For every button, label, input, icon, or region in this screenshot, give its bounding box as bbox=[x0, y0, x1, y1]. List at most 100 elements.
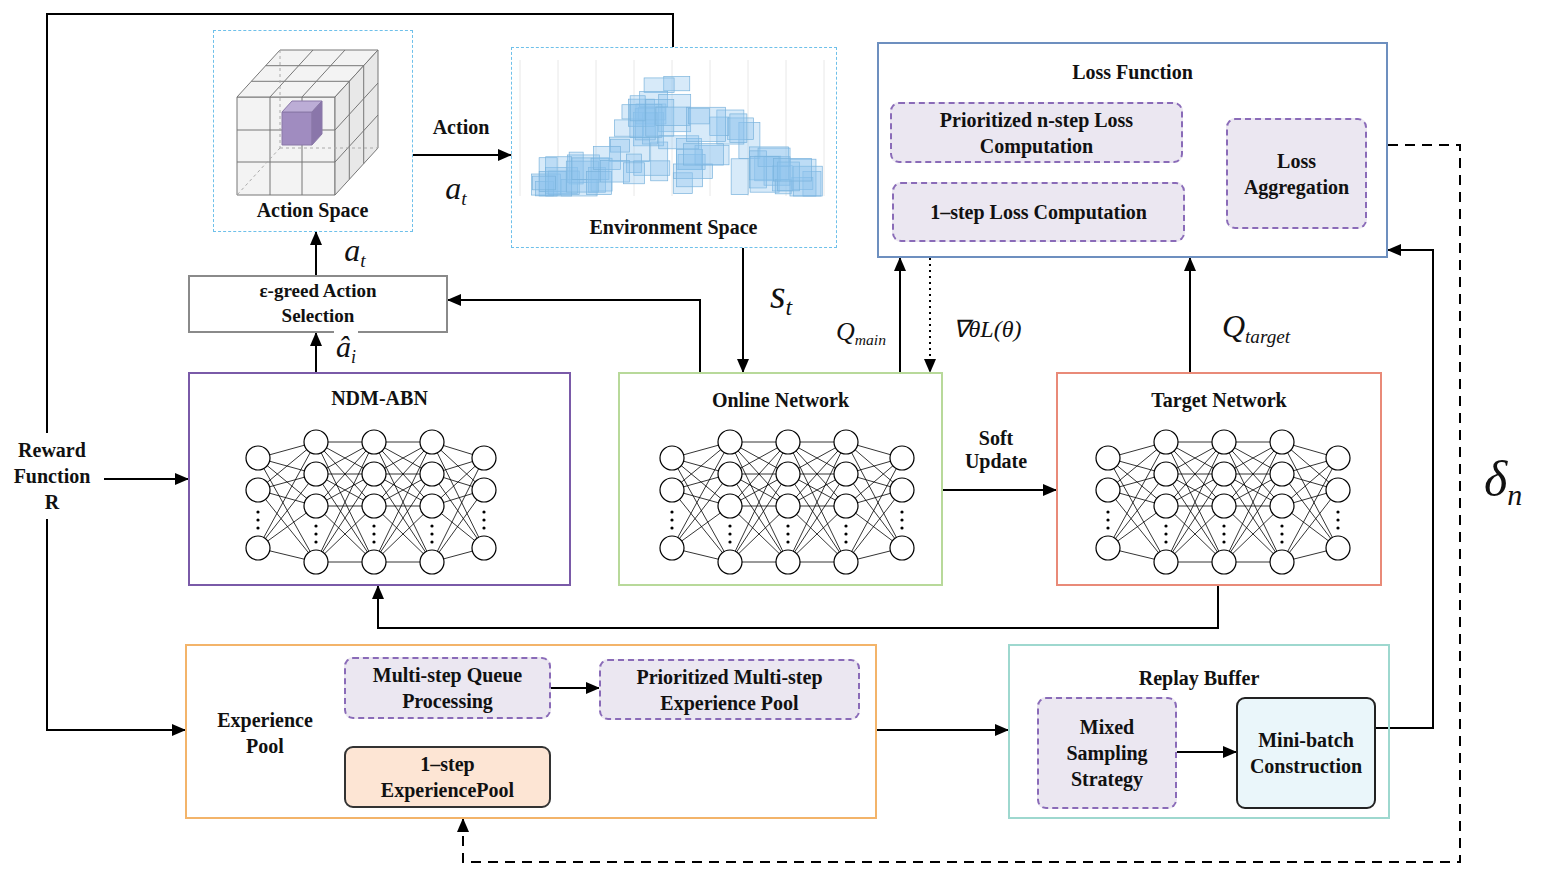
process-box: Mini-batch Construction bbox=[1236, 697, 1376, 809]
net-neuron bbox=[362, 430, 386, 454]
net-neuron bbox=[246, 446, 270, 470]
box-text: Mini-batch Construction bbox=[1243, 727, 1369, 779]
ellipsis-dot bbox=[482, 518, 485, 521]
ellipsis-dot bbox=[1336, 518, 1339, 521]
connector bbox=[1189, 258, 1191, 372]
ellipsis-dot bbox=[482, 510, 485, 513]
neural-net bbox=[246, 430, 496, 574]
ellipsis-dot bbox=[844, 532, 847, 535]
net-neuron bbox=[890, 446, 914, 470]
net-neuron bbox=[1270, 430, 1294, 454]
net-neuron bbox=[834, 550, 858, 574]
process-box: 1–step Loss Computation bbox=[892, 182, 1185, 242]
pool-box: 1–step ExperiencePool bbox=[344, 746, 551, 808]
edge-label: Soft Update bbox=[954, 427, 1038, 473]
purple-cell-front bbox=[282, 112, 312, 145]
ellipsis-dot bbox=[430, 540, 433, 543]
box-text: 1–step Loss Computation bbox=[930, 199, 1147, 225]
edge-label: δn bbox=[1482, 451, 1524, 513]
perspective-line bbox=[520, 60, 521, 196]
net-link bbox=[1166, 474, 1224, 562]
cube-grid bbox=[237, 50, 378, 195]
math-base: Q bbox=[1222, 308, 1245, 344]
net-neuron bbox=[890, 478, 914, 502]
environment-blocks bbox=[520, 60, 824, 196]
ellipsis-dot bbox=[786, 524, 789, 527]
net-neuron bbox=[718, 430, 742, 454]
perspective-line bbox=[824, 60, 825, 196]
ellipsis-dot bbox=[1222, 540, 1225, 543]
connector bbox=[742, 248, 744, 372]
math-label: at bbox=[443, 170, 468, 210]
heading-text: Target Network bbox=[1058, 387, 1380, 413]
ellipsis-dot bbox=[728, 532, 731, 535]
edge-label: Action bbox=[431, 116, 492, 139]
ellipsis-dot bbox=[1106, 518, 1109, 521]
process-box: Prioritized n-step Loss Computation bbox=[890, 102, 1183, 163]
net-neuron bbox=[1212, 494, 1236, 518]
ellipsis-dot bbox=[372, 532, 375, 535]
net-neuron bbox=[420, 430, 444, 454]
ellipsis-dot bbox=[1280, 532, 1283, 535]
net-neuron bbox=[1096, 446, 1120, 470]
net-neuron bbox=[362, 550, 386, 574]
net-neuron bbox=[1212, 462, 1236, 486]
selection-box: ε-greed Action Selection bbox=[188, 275, 448, 333]
net-link bbox=[730, 474, 788, 562]
edge-label: âi bbox=[334, 330, 358, 367]
ellipsis-dot bbox=[430, 524, 433, 527]
net-link bbox=[1224, 474, 1282, 562]
environment-block bbox=[656, 107, 690, 125]
math-base: δ bbox=[1484, 451, 1507, 507]
net-neuron bbox=[1212, 430, 1236, 454]
connector bbox=[899, 258, 901, 372]
environment-block bbox=[623, 163, 644, 184]
neural-net bbox=[660, 430, 914, 574]
math-base: a bbox=[344, 232, 360, 268]
connector bbox=[315, 232, 317, 275]
ellipsis-dot bbox=[1222, 524, 1225, 527]
edge-label: st bbox=[768, 272, 794, 322]
ellipsis-dot bbox=[900, 510, 903, 513]
environment-block bbox=[644, 78, 674, 93]
net-neuron bbox=[1154, 430, 1178, 454]
net-neuron bbox=[304, 550, 328, 574]
ellipsis-dot bbox=[1336, 526, 1339, 529]
net-neuron bbox=[246, 478, 270, 502]
replay-buffer-panel: Replay BufferMixed Sampling Strategy Mini… bbox=[1008, 644, 1390, 819]
ellipsis-dot bbox=[1280, 540, 1283, 543]
ellipsis-dot bbox=[1336, 510, 1339, 513]
math-subscript: t bbox=[785, 294, 792, 320]
net-link bbox=[1224, 474, 1282, 562]
heading-text: Replay Buffer bbox=[1010, 665, 1388, 691]
network-box: Target Network bbox=[1056, 372, 1382, 586]
net-neuron bbox=[362, 494, 386, 518]
box-text: Mixed Sampling Strategy bbox=[1045, 714, 1169, 792]
net-neuron bbox=[420, 550, 444, 574]
net-neuron bbox=[660, 446, 684, 470]
ellipsis-dot bbox=[900, 518, 903, 521]
net-neuron bbox=[660, 478, 684, 502]
connector bbox=[943, 489, 1056, 491]
net-neuron bbox=[1326, 536, 1350, 560]
net-link bbox=[730, 474, 788, 562]
net-link bbox=[788, 474, 846, 562]
ellipsis-dot bbox=[256, 518, 259, 521]
box-text: Loss Aggregation bbox=[1234, 148, 1359, 200]
ellipsis-dot bbox=[314, 532, 317, 535]
math-subscript: n bbox=[1507, 478, 1522, 511]
connector bbox=[413, 154, 511, 156]
action-cube bbox=[237, 50, 378, 195]
heading-text: Online Network bbox=[620, 387, 941, 413]
box-text: Prioritized Multi-step Experience Pool bbox=[610, 664, 850, 716]
connector bbox=[1376, 250, 1433, 728]
ellipsis-dot bbox=[314, 524, 317, 527]
connector bbox=[551, 687, 599, 689]
ellipsis-dot bbox=[1164, 532, 1167, 535]
network-pictures bbox=[246, 430, 1350, 574]
net-neuron bbox=[1212, 550, 1236, 574]
connector bbox=[315, 333, 317, 372]
ellipsis-dot bbox=[430, 532, 433, 535]
box-text: 1–step ExperiencePool bbox=[355, 751, 540, 803]
